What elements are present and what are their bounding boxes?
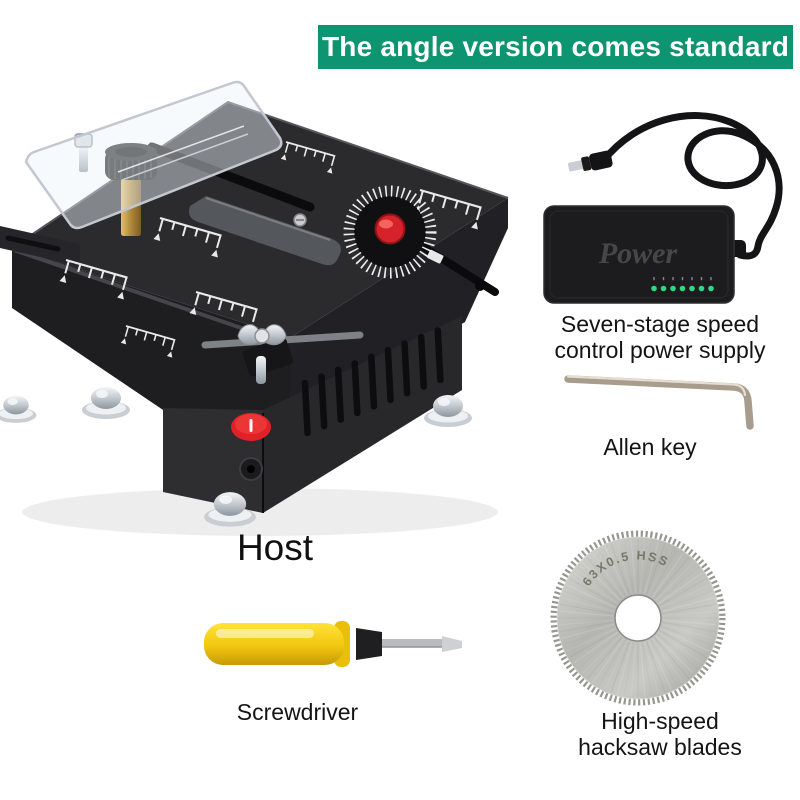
screwdriver-shaft (382, 639, 446, 648)
screwdriver-photo (204, 621, 462, 667)
acrylic-guard (24, 80, 283, 230)
dc-jack (239, 457, 263, 481)
power-switch (231, 413, 271, 441)
table-aprons (12, 198, 508, 425)
arbor-hole (614, 594, 662, 642)
screwdriver-label: Screwdriver (236, 699, 359, 725)
host-label: Host (236, 527, 314, 568)
blade-spokes (559, 539, 717, 697)
guard-bracket (74, 133, 341, 266)
power-brick: Power (543, 205, 735, 304)
saw-blade-label: High-speed hacksaw blades (578, 708, 742, 760)
angle-knob (374, 213, 406, 245)
allen-key-photo (564, 375, 754, 430)
table-saw-photo (0, 80, 509, 536)
dc-plug (567, 150, 613, 172)
banner: The angle version comes standard (318, 25, 793, 69)
angle-gauge (293, 185, 437, 279)
saw-blade-photo: 63X0.5 HSS (550, 530, 726, 706)
power-adapter-photo: Power (543, 112, 783, 304)
screwdriver-collar (356, 628, 382, 660)
allen-key-label: Allen key (603, 434, 697, 460)
vent-slots (301, 327, 444, 436)
power-brick-label: Power (598, 237, 678, 270)
blade-teeth (550, 530, 726, 706)
power-supply-label: Seven-stage speed control power supply (554, 311, 766, 363)
screwdriver-tip (442, 636, 462, 652)
power-cable (567, 112, 783, 260)
banner-text: The angle version comes standard (322, 31, 789, 62)
wing-nut (237, 324, 294, 384)
power-led-row (651, 277, 714, 292)
